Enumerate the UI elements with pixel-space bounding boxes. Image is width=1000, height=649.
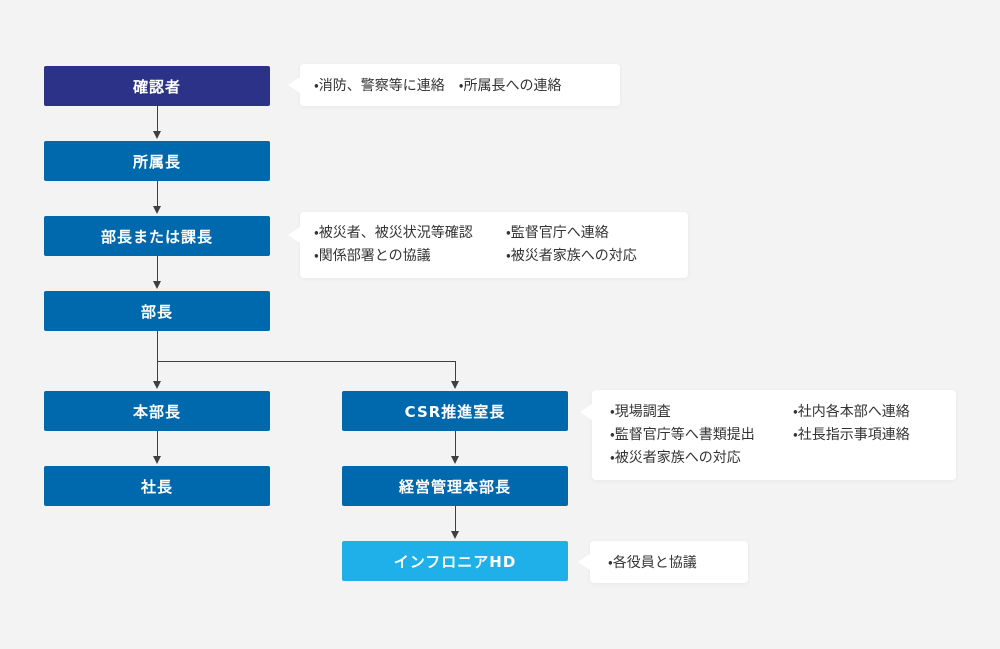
callout-tail-icon bbox=[288, 77, 300, 93]
arrow-branch-to-division-head-icon bbox=[152, 361, 162, 389]
note-confirmer-item: ・消防、警察等に連絡 bbox=[314, 78, 445, 94]
arrow-division-head-to-president-icon bbox=[152, 431, 162, 464]
callout-confirmer: ・消防、警察等に連絡 ・所属長への連絡 bbox=[288, 64, 620, 106]
node-section-chief: 所属長 bbox=[44, 141, 270, 181]
node-dept-manager: 部長 bbox=[44, 291, 270, 331]
node-dept-manager-label: 部長 bbox=[140, 302, 173, 321]
node-president-label: 社長 bbox=[140, 477, 173, 496]
node-president: 社長 bbox=[44, 466, 270, 506]
branch-horizontal-line bbox=[156, 361, 456, 362]
node-csr-office-head-label: CSR推進室長 bbox=[404, 402, 506, 421]
callout-tail-icon bbox=[288, 227, 300, 243]
node-admin-division-head: 経営管理本部長 bbox=[342, 466, 568, 506]
node-section-chief-label: 所属長 bbox=[132, 152, 181, 171]
arrow-confirmer-to-section-chief-icon bbox=[152, 106, 162, 139]
note-item: ・被災者、被災状況等確認 bbox=[314, 225, 473, 241]
node-admin-division-head-label: 経営管理本部長 bbox=[398, 477, 511, 496]
node-division-head: 本部長 bbox=[44, 391, 270, 431]
note-item: ・被災者家族への対応 bbox=[610, 450, 741, 466]
note-item: ・被災者家族への対応 bbox=[506, 248, 637, 264]
callout-tail-icon bbox=[578, 554, 590, 570]
callout-dept-or-section-manager: ・被災者、被災状況等確認 ・関係部署との協議 ・監督官庁へ連絡 ・被災者家族への… bbox=[288, 212, 688, 278]
callout-infroneer-hd: ・各役員と協議 bbox=[578, 541, 748, 583]
node-infroneer-hd: インフロニアHD bbox=[342, 541, 568, 581]
note-infroneer-item: ・各役員と協議 bbox=[608, 555, 697, 571]
note-item: ・監督官庁へ連絡 bbox=[506, 225, 609, 241]
node-division-head-label: 本部長 bbox=[132, 402, 181, 421]
node-dept-or-section-manager-label: 部長または課長 bbox=[100, 227, 213, 246]
callout-csr-office-head: ・現場調査 ・監督官庁等へ書類提出 ・被災者家族への対応 ・社内各本部へ連絡 ・… bbox=[580, 390, 956, 480]
node-csr-office-head: CSR推進室長 bbox=[342, 391, 568, 431]
note-confirmer-item: ・所属長への連絡 bbox=[458, 78, 562, 94]
note-item: ・社内各本部へ連絡 bbox=[793, 404, 910, 420]
node-dept-or-section-manager: 部長または課長 bbox=[44, 216, 270, 256]
node-confirmer: 確認者 bbox=[44, 66, 270, 106]
arrow-section-chief-to-dept-or-section-manager-icon bbox=[152, 181, 162, 214]
arrow-admin-division-head-to-infroneer-icon bbox=[450, 506, 460, 539]
note-item: ・社長指示事項連絡 bbox=[793, 427, 910, 443]
note-item: ・現場調査 bbox=[610, 404, 671, 420]
arrow-csr-to-admin-division-head-icon bbox=[450, 431, 460, 464]
arrow-dept-or-section-manager-to-dept-manager-icon bbox=[152, 256, 162, 289]
note-item: ・監督官庁等へ書類提出 bbox=[610, 427, 755, 443]
arrow-branch-to-csr-icon bbox=[450, 361, 460, 389]
note-item: ・関係部署との協議 bbox=[314, 248, 431, 264]
callout-tail-icon bbox=[580, 404, 592, 420]
node-confirmer-label: 確認者 bbox=[132, 77, 181, 96]
node-infroneer-hd-label: インフロニアHD bbox=[393, 552, 517, 571]
branch-stem-line bbox=[156, 331, 158, 361]
